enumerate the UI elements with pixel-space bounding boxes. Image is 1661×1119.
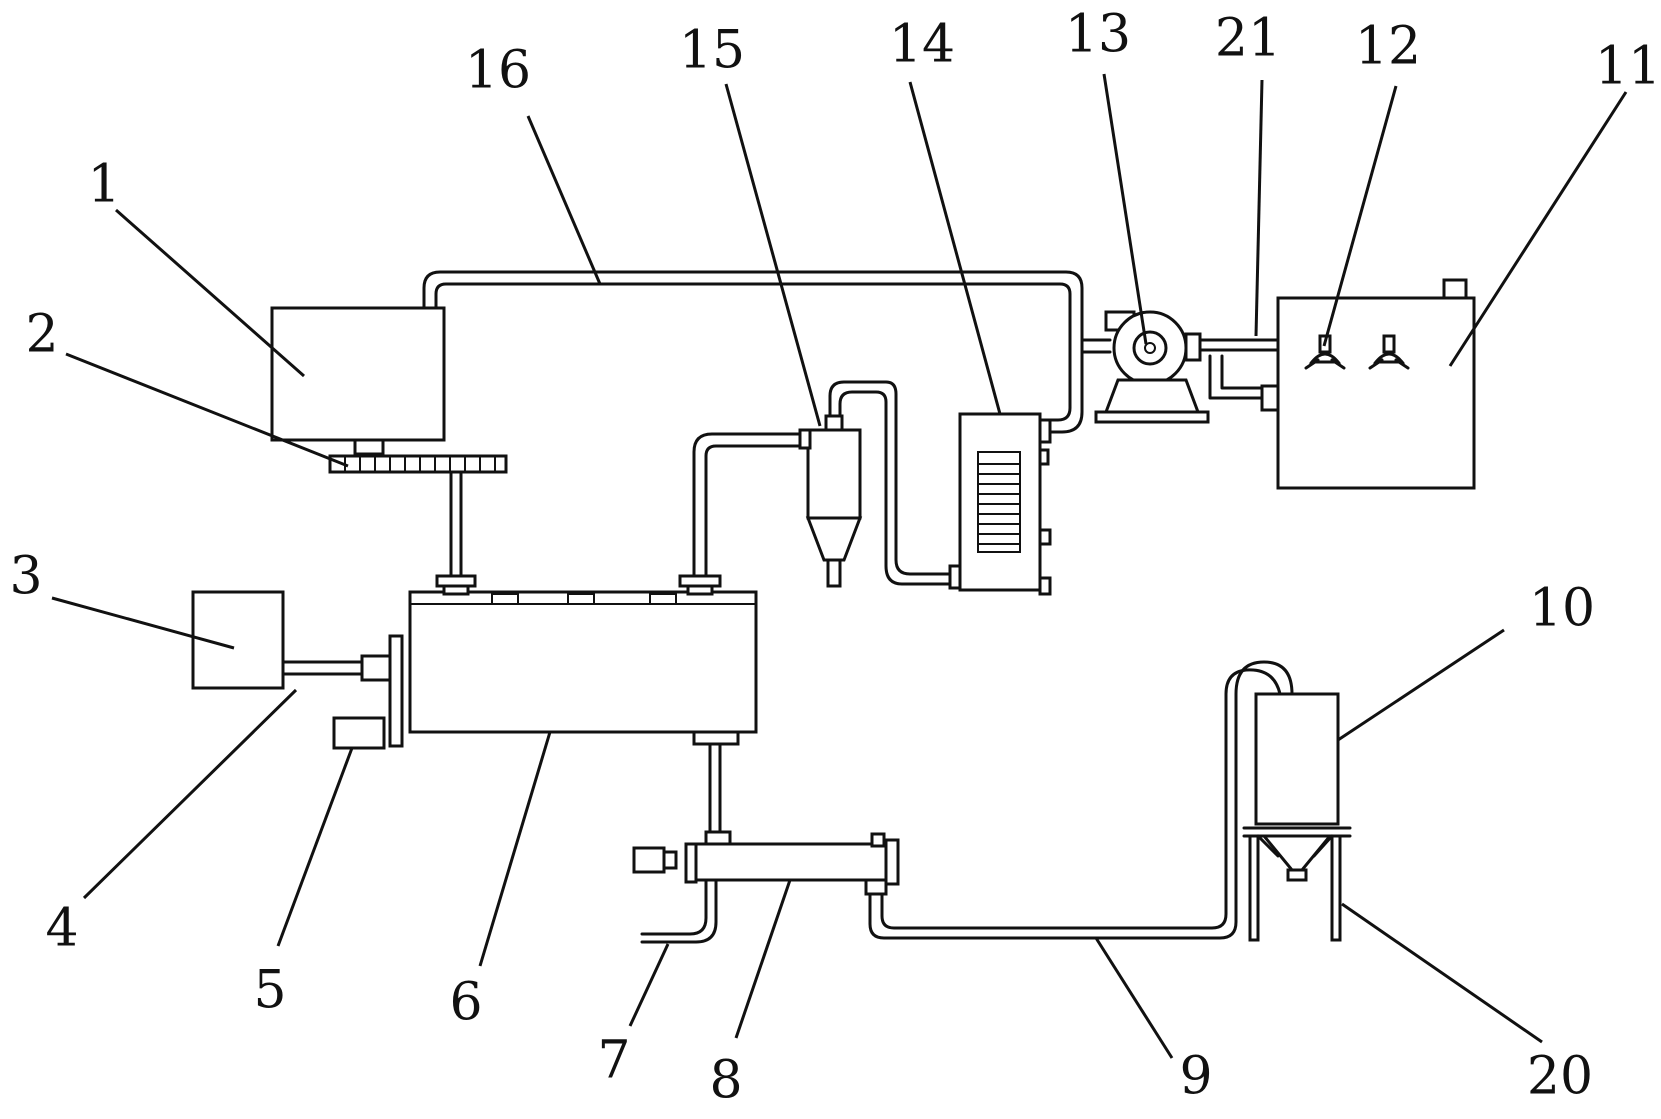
label-16: 16 [465, 41, 531, 101]
label-4: 4 [45, 899, 78, 959]
label-10: 10 [1529, 579, 1595, 639]
label-20: 20 [1527, 1047, 1593, 1107]
label-15: 15 [679, 21, 745, 81]
label-3: 3 [9, 547, 42, 607]
label-9: 9 [1179, 1047, 1212, 1107]
part-labels: 1 2 3 4 5 6 7 8 9 10 11 12 13 14 15 16 2… [9, 5, 1661, 1111]
label-8: 8 [709, 1051, 742, 1111]
component-13-pump [1080, 310, 1210, 424]
component-4-shaft [281, 634, 404, 748]
component-11-tank [1276, 278, 1476, 490]
component-7-outlet [640, 878, 718, 944]
label-5: 5 [253, 961, 286, 1021]
pipe-6-to-15 [692, 432, 802, 578]
label-14: 14 [889, 15, 955, 75]
component-16-return-pipe [422, 270, 1084, 434]
component-2-distributor [328, 438, 508, 578]
component-14-condenser [948, 412, 1052, 596]
component-6-reactor [408, 574, 758, 834]
label-13: 13 [1065, 5, 1131, 65]
component-10-silo [1242, 692, 1352, 882]
component-1-tank [270, 306, 446, 442]
label-11: 11 [1595, 37, 1661, 97]
component-9-pipe [868, 660, 1294, 940]
leader-lines [51, 73, 1628, 1059]
label-7: 7 [597, 1031, 630, 1091]
label-21: 21 [1215, 9, 1281, 69]
label-2: 2 [25, 305, 58, 365]
component-20-stand [1248, 834, 1342, 942]
label-12: 12 [1355, 17, 1421, 77]
label-1: 1 [87, 155, 120, 215]
component-8-screw-conveyor [632, 830, 900, 896]
component-5-gear-box [332, 716, 386, 750]
component-15-cyclone [798, 380, 952, 588]
label-6: 6 [449, 973, 482, 1033]
